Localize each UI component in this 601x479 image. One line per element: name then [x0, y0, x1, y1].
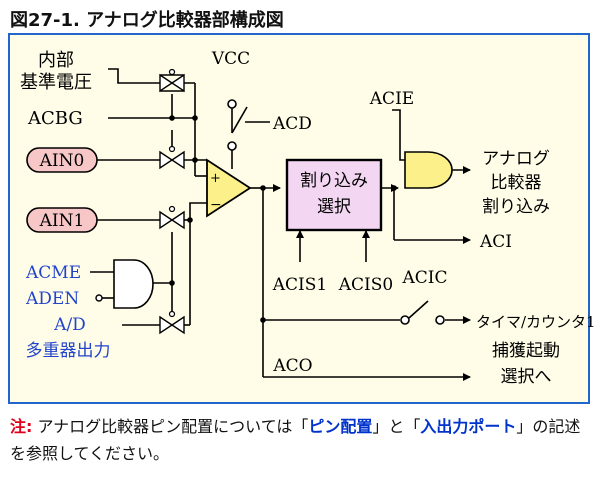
capture-label-1: 捕獲起動	[492, 341, 560, 361]
analog-int-label-2: 比較器	[491, 173, 542, 193]
acme-label: ACME	[25, 263, 81, 283]
ain1-label: AIN1	[39, 211, 85, 231]
junction-dots	[169, 115, 397, 323]
note-text-1: アナログ比較器ピン配置については「	[32, 417, 309, 436]
transmission-gate-4	[159, 310, 185, 335]
note-text-2: 」と「	[372, 417, 421, 436]
analog-int-label-1: アナログ	[482, 149, 550, 169]
aden-inverter-bubble	[95, 294, 103, 302]
acis1-label: ACIS1	[272, 275, 327, 295]
aco-label: ACO	[272, 356, 312, 376]
comparator	[206, 158, 252, 218]
io-port-link[interactable]: 入出力ポート	[420, 417, 517, 436]
acd-label: ACD	[272, 114, 312, 134]
transmission-gate-1	[159, 68, 185, 93]
timer-label: タイマ/カウンタ1	[476, 313, 596, 331]
capture-label-2: 選択へ	[501, 367, 552, 387]
interrupt-and-gate	[404, 151, 453, 189]
comparator-plus: +	[210, 171, 221, 186]
internal-ref-label-2: 基準電圧	[20, 72, 92, 93]
diagram-title: 図27-1. アナログ比較器部構成図	[10, 10, 284, 31]
transmission-gate-3	[159, 205, 185, 230]
ain0-pin	[26, 147, 98, 173]
aci-label: ACI	[479, 232, 512, 252]
note-text-3: 」の記述を参照してください。	[10, 417, 581, 463]
diagram-note: 注: アナログ比較器ピン配置については「ピン配置」と「入出力ポート」の記述を参照…	[10, 413, 590, 467]
mux-enable-and-gate	[113, 259, 154, 309]
ad-label: A/D	[53, 315, 86, 335]
acbg-label: ACBG	[27, 108, 83, 129]
comparator-minus: −	[210, 197, 222, 213]
interrupt-select-line1: 割り込み	[300, 171, 368, 191]
ain1-pin	[26, 207, 98, 233]
interrupt-select-box	[285, 158, 383, 232]
analog-int-label-3: 割り込み	[482, 197, 550, 217]
mux-out-label: 多重器出力	[26, 341, 111, 361]
internal-ref-label-1: 内部	[38, 50, 74, 71]
interrupt-select-line2: 選択	[317, 197, 351, 217]
vcc-label: VCC	[211, 49, 250, 69]
acic-label: ACIC	[401, 268, 447, 288]
transmission-gate-2	[159, 145, 185, 170]
aden-label: ADEN	[25, 289, 79, 309]
switch-contacts	[227, 99, 445, 325]
acis0-label: ACIS0	[338, 275, 393, 295]
ain0-label: AIN0	[39, 151, 85, 171]
acie-label: ACIE	[369, 89, 414, 109]
pin-config-link[interactable]: ピン配置	[308, 417, 373, 436]
note-label: 注:	[10, 417, 33, 436]
